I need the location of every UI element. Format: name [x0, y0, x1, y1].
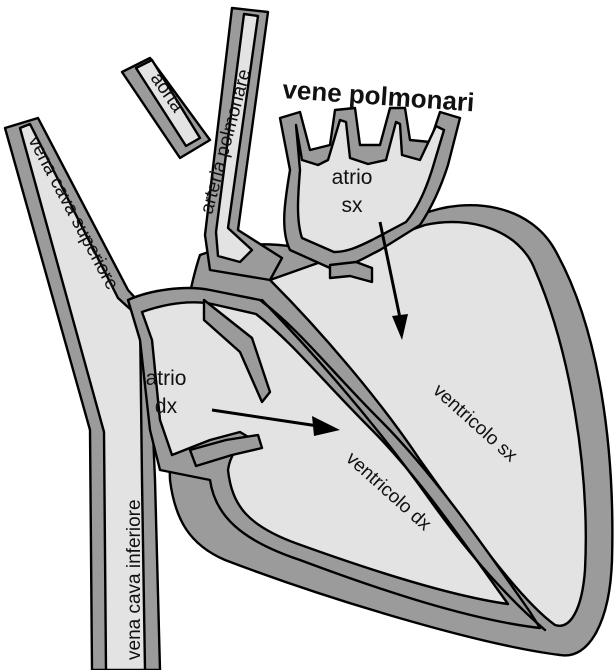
label-atrio-sx-line2: sx	[342, 194, 364, 217]
label-vene-polmonari: vene polmonari	[282, 74, 476, 117]
label-atrio-sx-line1: atrio	[332, 166, 373, 189]
label-atrio-dx-line2: dx	[155, 395, 178, 418]
label-vena-cava-inferiore: vena cava inferiore	[124, 499, 145, 660]
label-atrio-dx-line1: atrio	[146, 367, 187, 390]
